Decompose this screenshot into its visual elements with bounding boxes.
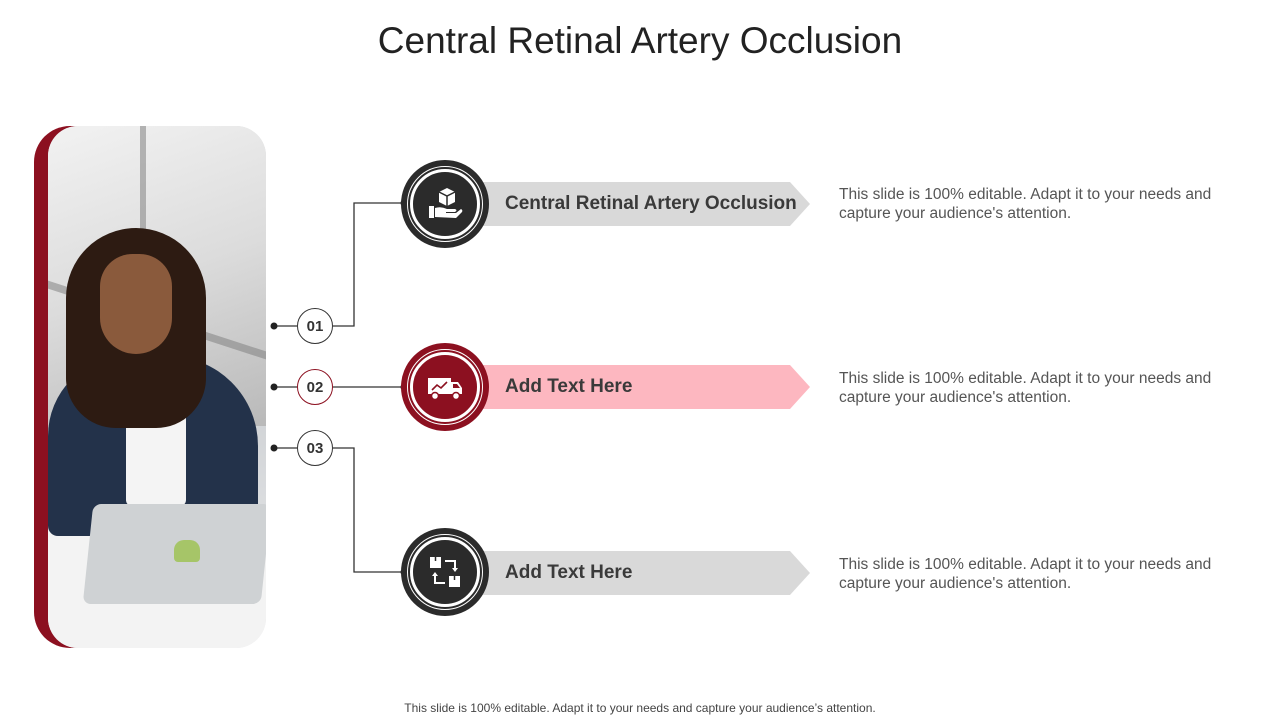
box-exchange-icon — [430, 557, 460, 587]
item-description-02: This slide is 100% editable. Adapt it to… — [839, 370, 1212, 406]
item-label-02: Add Text Here — [470, 365, 810, 409]
item-icon-ring-01 — [401, 160, 489, 248]
item-description-01: This slide is 100% editable. Adapt it to… — [839, 186, 1212, 222]
item-description-03: This slide is 100% editable. Adapt it to… — [839, 556, 1212, 592]
footer-note: This slide is 100% editable. Adapt it to… — [404, 701, 876, 715]
step-number-01: 01 — [297, 308, 333, 344]
step-number-02: 02 — [297, 369, 333, 405]
step-number-03: 03 — [297, 430, 333, 466]
woman-with-laptop-photo — [48, 126, 266, 648]
item-label-03: Add Text Here — [470, 551, 810, 595]
item-icon-ring-03 — [401, 528, 489, 616]
item-icon-ring-02 — [401, 343, 489, 431]
slide-title: Central Retinal Artery Occlusion — [377, 20, 903, 61]
delivery-truck-icon — [428, 378, 462, 401]
item-label-01: Central Retinal Artery Occlusion — [470, 182, 810, 226]
hand-holding-box-icon — [429, 188, 463, 218]
